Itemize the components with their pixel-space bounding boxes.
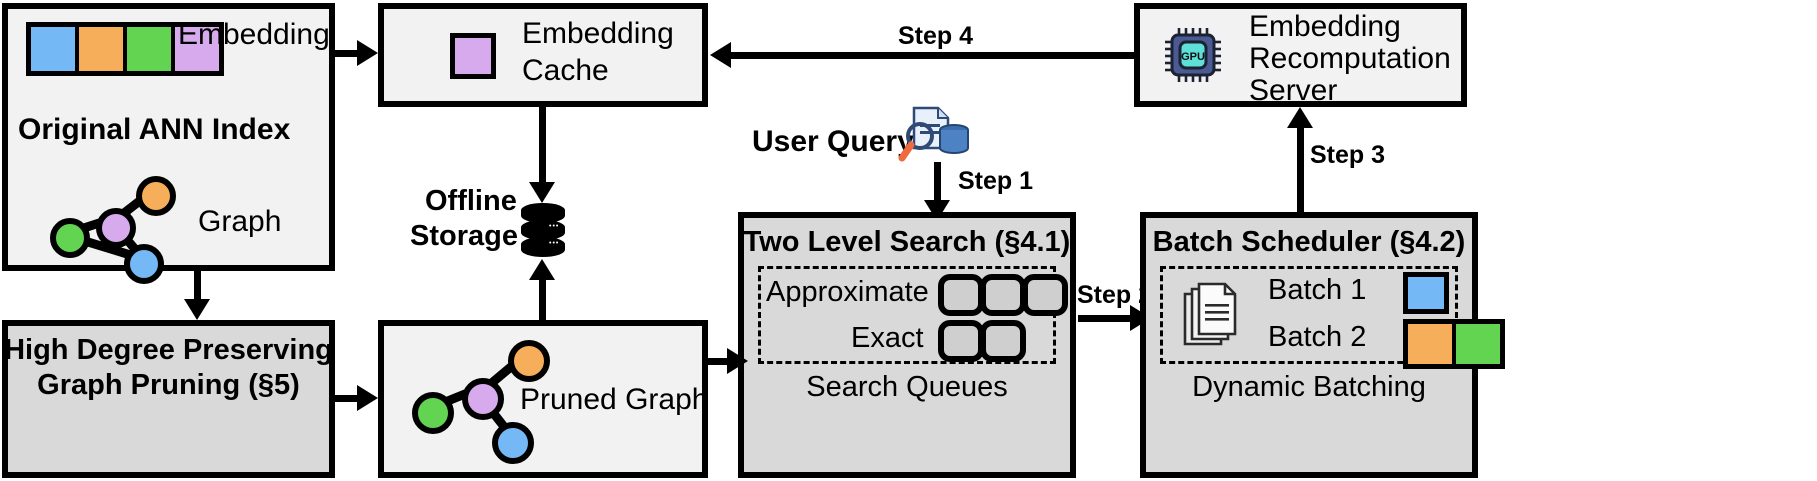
dynamic-batching-footer: Dynamic Batching: [1192, 371, 1426, 403]
graph-node-purple: [96, 208, 136, 248]
arrow-step1-line: [934, 162, 941, 204]
db-dots: •••: [549, 223, 560, 230]
graph-node-blue: [492, 422, 534, 464]
arrow-index-to-pruning-line: [194, 271, 201, 301]
graph-pruning-line2: Graph Pruning (§5): [37, 369, 300, 401]
graph-node-blue: [124, 244, 164, 284]
approximate-queue-slot: [980, 274, 1026, 316]
embedding-cache-box: [378, 3, 708, 107]
graph-pruning-box: [2, 320, 335, 478]
arrow-pruning-to-pruned-line: [335, 395, 359, 402]
db-segment: [521, 220, 565, 240]
arrow-pruned-to-search-line: [708, 358, 730, 365]
pruned-graph-glyph: [400, 330, 550, 464]
embedding-cache-line1: Embedding: [522, 17, 674, 50]
documents-icon-svg: [1183, 282, 1237, 346]
embedding-label: Embedding: [178, 18, 330, 51]
embedding-swatch-purple: [175, 27, 219, 71]
exact-queue-slot: [938, 320, 984, 362]
db-dots: •••: [549, 240, 560, 247]
database-icon: ••• •••: [521, 203, 565, 263]
step-4-label: Step 4: [898, 22, 974, 50]
db-segment: [521, 237, 565, 257]
approximate-queue-slot: [938, 274, 984, 316]
approximate-queue-slot: [1022, 274, 1068, 316]
graph-node-orange: [508, 340, 550, 382]
arrow-step3-head: [1287, 107, 1313, 128]
pruned-graph-label: Pruned Graph: [520, 383, 709, 416]
embedding-swatch-green: [127, 27, 175, 71]
user-query-label: User Query: [752, 125, 914, 158]
recomputation-server-line3: Server: [1249, 74, 1338, 107]
exact-row-label: Exact: [851, 322, 924, 354]
query-search-database-icon: [898, 104, 970, 166]
arrow-step3-line: [1297, 128, 1304, 212]
graph-node-purple: [462, 378, 504, 420]
batch-2-swatches: [1403, 319, 1505, 369]
arrow-step4-line: [730, 52, 1136, 59]
gpu-chip-icon: GPU: [1163, 26, 1223, 84]
recomputation-server-line2: Recomputation: [1249, 42, 1451, 75]
step-3-label: Step 3: [1310, 141, 1386, 169]
graph-label: Graph: [198, 205, 282, 238]
search-queues-footer: Search Queues: [806, 371, 1008, 403]
original-graph-glyph: [40, 170, 180, 284]
batch-2-swatch-orange: [1408, 324, 1456, 364]
graph-node-orange: [136, 176, 176, 216]
arrow-cache-to-storage-line: [539, 107, 546, 185]
arrow-index-to-pruning-head: [184, 299, 210, 320]
exact-queue-slot: [980, 320, 1026, 362]
db-segment: [521, 203, 565, 223]
offline-storage-line1: Offline: [425, 185, 517, 217]
graph-node-green: [50, 218, 90, 258]
arrow-step2-line: [1078, 315, 1133, 322]
arrow-pruned-to-search-head: [727, 348, 748, 374]
graph-node-green: [412, 392, 454, 434]
batch-2-label: Batch 2: [1268, 321, 1367, 353]
dynamic-batching-dashed-region: [1160, 266, 1458, 364]
arrow-index-to-cache-line: [335, 50, 359, 57]
offline-storage-line2: Storage: [410, 220, 518, 252]
recomputation-server-line1: Embedding: [1249, 10, 1401, 43]
embedding-cache-line2: Cache: [522, 54, 609, 87]
batch-1-label: Batch 1: [1268, 274, 1367, 306]
batch-scheduler-title: Batch Scheduler (§4.2): [1152, 226, 1466, 258]
embedding-swatch-blue: [31, 27, 79, 71]
arrow-pruned-to-storage-line: [539, 280, 546, 323]
query-icon-svg: [898, 106, 969, 162]
svg-text:GPU: GPU: [1181, 51, 1205, 63]
arrow-pruned-to-storage-head: [529, 259, 555, 280]
arrow-pruning-to-pruned-head: [357, 385, 378, 411]
two-level-search-title: Two Level Search (§4.1): [743, 226, 1071, 258]
batch-2-swatch-green: [1456, 324, 1500, 364]
gpu-chip-icon-svg: GPU: [1165, 28, 1221, 82]
documents-icon: [1180, 282, 1248, 352]
original-ann-index-title: Original ANN Index: [18, 113, 291, 146]
arrow-step4-head: [710, 42, 731, 68]
arrow-cache-to-storage-head: [529, 182, 555, 203]
embedding-swatch-orange: [79, 27, 127, 71]
embedding-cache-swatch: [450, 33, 496, 79]
arrow-index-to-cache-head: [357, 40, 378, 66]
embedding-swatch-strip: [26, 22, 224, 76]
step-1-label: Step 1: [958, 167, 1034, 195]
approximate-row-label: Approximate: [766, 276, 929, 308]
graph-pruning-line1: High Degree Preserving: [4, 334, 333, 366]
batch-1-swatch-blue: [1403, 272, 1449, 314]
